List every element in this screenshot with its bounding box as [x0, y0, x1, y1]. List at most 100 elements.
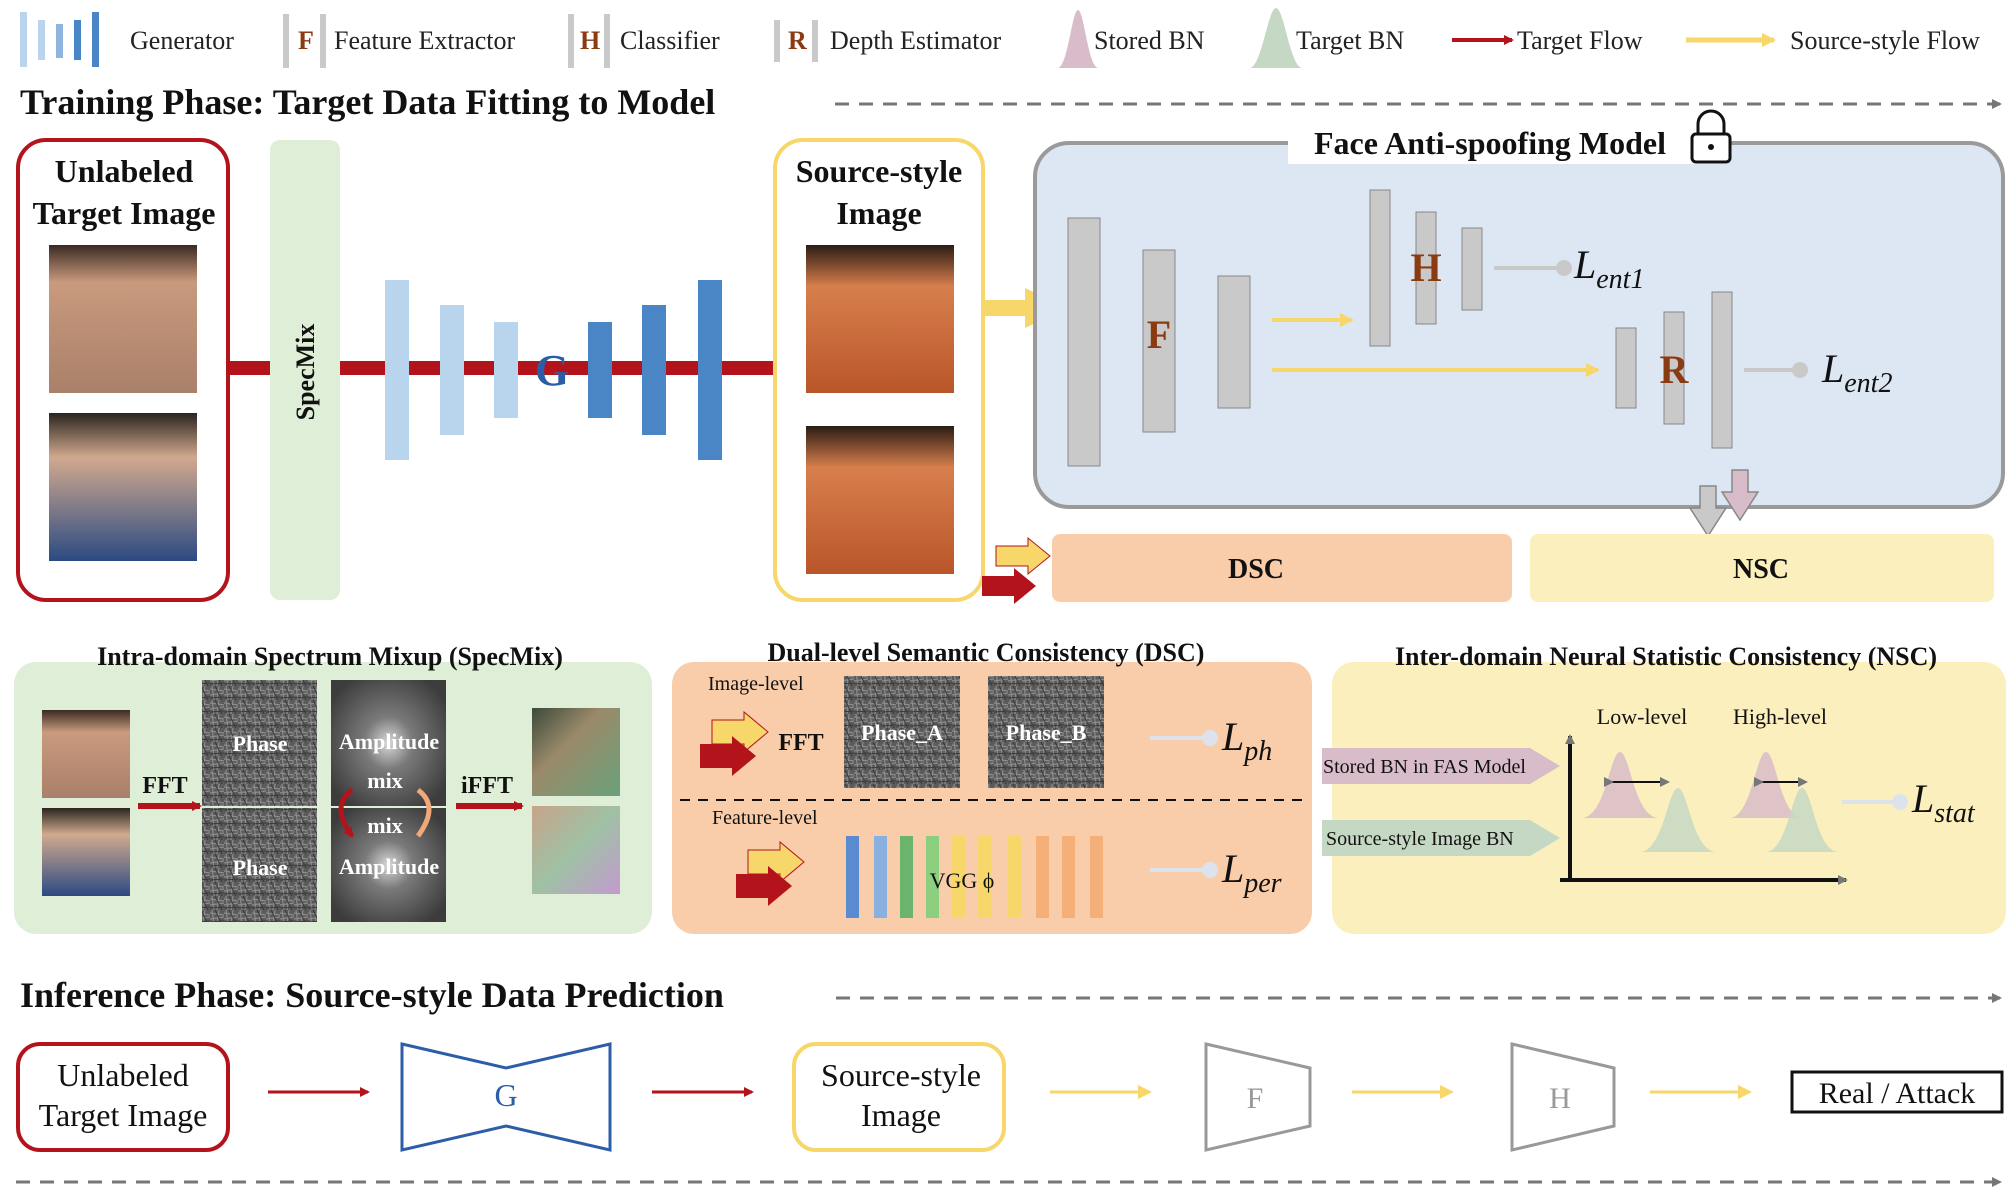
specmix-label: SpecMix — [291, 324, 320, 421]
inference-pipeline: Unlabeled Target Image G Source-style Im… — [16, 1042, 2004, 1152]
source-line2: Image — [836, 195, 921, 231]
inference-h-shape — [1510, 1042, 1616, 1152]
mix-top-label: mix — [367, 768, 402, 793]
l-stat-label: Lstat — [1911, 776, 1976, 829]
source-bn-tag — [1322, 820, 1560, 856]
legend-feature-extractor-label: Feature Extractor — [334, 26, 516, 55]
phase-map-top — [202, 680, 317, 806]
low-target-bn-curve — [1640, 788, 1716, 852]
inference-f-label: F — [1247, 1082, 1264, 1115]
source-style-image-box: Source-style Image — [773, 138, 985, 602]
inference-source-line2: Image — [861, 1097, 941, 1133]
legend-depth-estimator-label: Depth Estimator — [830, 26, 1001, 55]
fas-f-letter: F — [1147, 312, 1171, 357]
source-to-model-arrow — [985, 288, 1068, 328]
legend-classifier-label: Classifier — [620, 26, 720, 55]
fas-model: Face Anti-spoofing Model F H Lent1 R Len… — [1033, 109, 2005, 509]
unlabeled-line2: Target Image — [33, 195, 216, 231]
specmix-input-face-1 — [42, 710, 130, 798]
feature-extractor-legend-icon: F — [283, 14, 326, 68]
amplitude-bottom-label: Amplitude — [339, 854, 439, 879]
inference-source-line1: Source-style — [821, 1057, 981, 1093]
vgg-label: VGG ϕ — [930, 868, 995, 893]
phase-top-label: Phase — [233, 731, 288, 756]
nsc-panel-title: Inter-domain Neural Statistic Consistenc… — [1395, 642, 1937, 671]
stored-bn-label: Stored BN in FAS Model — [1323, 756, 1526, 778]
nsc-panel: Inter-domain Neural Statistic Consistenc… — [1322, 642, 2006, 934]
legend-source-style-flow-label: Source-style Flow — [1790, 26, 1980, 55]
inference-unlabeled-line1: Unlabeled — [57, 1057, 189, 1093]
inference-g-label: G — [494, 1077, 517, 1113]
training-phase-title: Training Phase: Target Data Fitting to M… — [20, 82, 715, 122]
nsc-label: NSC — [1733, 554, 1789, 585]
legend-target-bn-label: Target BN — [1296, 26, 1404, 55]
feature-level-label: Feature-level — [712, 807, 818, 829]
dsc-label: DSC — [1228, 554, 1284, 585]
phase-a-label: Phase_A — [861, 720, 943, 745]
inference-phase-title: Inference Phase: Source-style Data Predi… — [20, 975, 724, 1015]
legend-f-letter: F — [298, 26, 314, 55]
mix-bottom-label: mix — [367, 813, 402, 838]
phase-bottom-label: Phase — [233, 855, 288, 880]
phase-b-map — [988, 676, 1104, 788]
specmix-fft-label: FFT — [142, 773, 187, 799]
source-face-image-1 — [806, 245, 954, 393]
dsc-fft-label: FFT — [778, 730, 823, 756]
legend-target-flow-label: Target Flow — [1517, 26, 1643, 55]
legend-generator-label: Generator — [130, 26, 234, 55]
stored-bn-down-arrow — [1688, 485, 1728, 538]
amplitude-map-top — [331, 680, 446, 806]
high-target-bn-curve — [1766, 788, 1838, 852]
face-image-1 — [49, 245, 197, 393]
target-bn-legend-icon — [1250, 8, 1302, 68]
legend-r-letter: R — [788, 26, 807, 55]
dsc-bar: DSC — [982, 534, 1512, 604]
dsc-panel: Dual-level Semantic Consistency (DSC) Im… — [672, 638, 1312, 934]
specmix-output-face-1 — [532, 708, 620, 796]
lock-icon — [1690, 109, 1732, 164]
stored-bn-legend-icon — [1058, 10, 1098, 68]
generator-network: G — [385, 280, 722, 460]
specmix-ifft-label: iFFT — [461, 773, 513, 799]
generator-letter: G — [535, 346, 569, 395]
amplitude-top-label: Amplitude — [339, 729, 439, 754]
source-line1: Source-style — [796, 153, 962, 189]
phase-a-map — [844, 676, 960, 788]
phase-b-label: Phase_B — [1006, 720, 1087, 745]
l-ph-label: Lph — [1221, 714, 1272, 767]
image-level-label: Image-level — [708, 673, 804, 695]
unlabeled-target-image-box: Unlabeled Target Image — [16, 138, 230, 602]
classifier-legend-icon: H — [568, 14, 610, 68]
source-bn-label: Source-style Image BN — [1326, 828, 1514, 850]
mix-swap-arrow-right — [415, 787, 432, 838]
nsc-bar: NSC — [1530, 534, 1994, 602]
inference-output-label: Real / Attack — [1819, 1077, 1976, 1110]
generator-legend-icon — [20, 12, 99, 67]
face-image-2 — [49, 413, 197, 561]
phase-map-bottom — [202, 808, 317, 922]
low-level-label: Low-level — [1597, 704, 1687, 729]
specmix-panel: Intra-domain Spectrum Mixup (SpecMix) FF… — [14, 642, 652, 934]
legend-h-letter: H — [580, 26, 600, 55]
stored-bn-tag — [1322, 748, 1560, 784]
l-ent1-label: Lent1 — [1573, 242, 1644, 295]
dsc-panel-title: Dual-level Semantic Consistency (DSC) — [768, 638, 1205, 667]
depth-estimator-legend-icon: R — [774, 20, 818, 62]
source-face-image-2 — [806, 426, 954, 574]
target-bn-down-arrow — [1720, 469, 1760, 522]
high-level-label: High-level — [1733, 704, 1827, 729]
fas-model-title: Face Anti-spoofing Model — [1314, 125, 1666, 161]
mix-swap-arrow-left — [338, 787, 355, 838]
inference-f-shape — [1204, 1042, 1312, 1152]
vgg-feature-bars — [846, 836, 1103, 918]
fas-r-letter: R — [1660, 347, 1690, 392]
legend: Generator F Feature Extractor H Classifi… — [20, 8, 1980, 68]
specmix-input-face-2 — [42, 808, 130, 896]
legend-stored-bn-label: Stored BN — [1094, 26, 1205, 55]
specmix-bar: SpecMix — [270, 140, 340, 600]
fas-h-letter: H — [1410, 245, 1441, 290]
inference-unlabeled-line2: Target Image — [39, 1097, 208, 1133]
specmix-panel-title: Intra-domain Spectrum Mixup (SpecMix) — [97, 642, 563, 671]
l-ent2-label: Lent2 — [1821, 346, 1892, 399]
